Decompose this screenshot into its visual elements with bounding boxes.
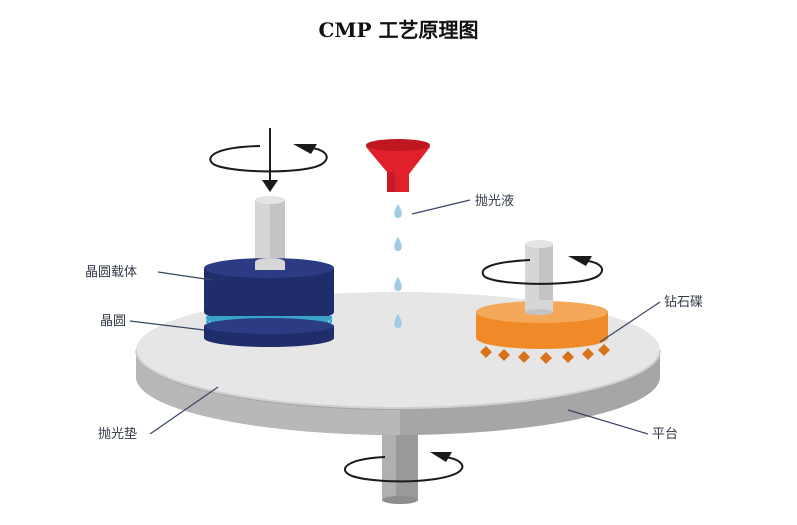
leader-lines bbox=[129, 199, 661, 435]
label-wafer: 晶圆 bbox=[100, 314, 126, 329]
disc-rotation-arrow-icon bbox=[481, 256, 603, 285]
down-force-arrow-icon bbox=[262, 128, 278, 192]
droplet-icon bbox=[394, 204, 402, 218]
droplet-icon bbox=[394, 314, 402, 328]
label-diamond-disc: 钻石碟 bbox=[664, 295, 703, 310]
diamond-disc bbox=[476, 300, 610, 364]
label-polishing-liquid: 抛光液 bbox=[475, 194, 514, 209]
droplet-icon bbox=[394, 237, 402, 251]
wafer-carrier bbox=[204, 258, 334, 322]
carrier-rotation-arrow-icon bbox=[209, 144, 328, 173]
slurry-droplets bbox=[394, 204, 402, 328]
platform-rotation-arrow-icon bbox=[344, 452, 464, 483]
page-title: CMP 工艺原理图 bbox=[318, 18, 479, 42]
label-polishing-pad: 抛光垫 bbox=[98, 426, 137, 442]
slurry-nozzle bbox=[366, 139, 430, 192]
label-wafer-carrier: 晶圆载体 bbox=[85, 265, 137, 280]
wafer-carrier-base bbox=[204, 318, 334, 347]
droplet-icon bbox=[394, 277, 402, 291]
label-platform: 平台 bbox=[652, 427, 678, 442]
